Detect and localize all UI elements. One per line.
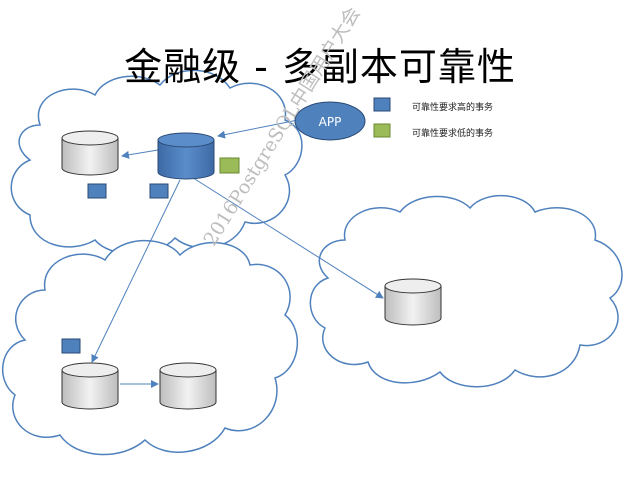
transaction-square-icon (219, 157, 240, 174)
arrow-primary-to-bottom-replica (91, 179, 181, 363)
transaction-square-icon (61, 338, 81, 354)
cloud-right (309, 195, 623, 388)
cloud-top-left (10, 69, 303, 255)
database-cylinder-icon (157, 132, 215, 180)
legend-swatch-low (373, 123, 391, 138)
app-node (294, 101, 366, 141)
arrow-app-to-primary (217, 119, 299, 139)
database-cylinder-icon (384, 278, 442, 326)
transaction-square-icon (149, 183, 169, 199)
arrow-primary-to-local-replica (121, 149, 159, 159)
cloud-bottom-left (1, 239, 299, 456)
app-label: APP (319, 115, 342, 129)
legend-swatch-high (373, 97, 391, 112)
legend-label-low: 可靠性要求低的事务 (412, 129, 494, 139)
database-cylinder-icon (61, 362, 119, 410)
database-cylinder-icon (159, 362, 217, 410)
legend-label-high: 可靠性要求高的事务 (412, 103, 494, 113)
transaction-square-icon (87, 183, 107, 199)
database-cylinder-icon (61, 130, 119, 176)
arrow-primary-to-right-replica (189, 175, 384, 299)
slide-title: 金融级 - 多副本可靠性 (124, 45, 516, 89)
